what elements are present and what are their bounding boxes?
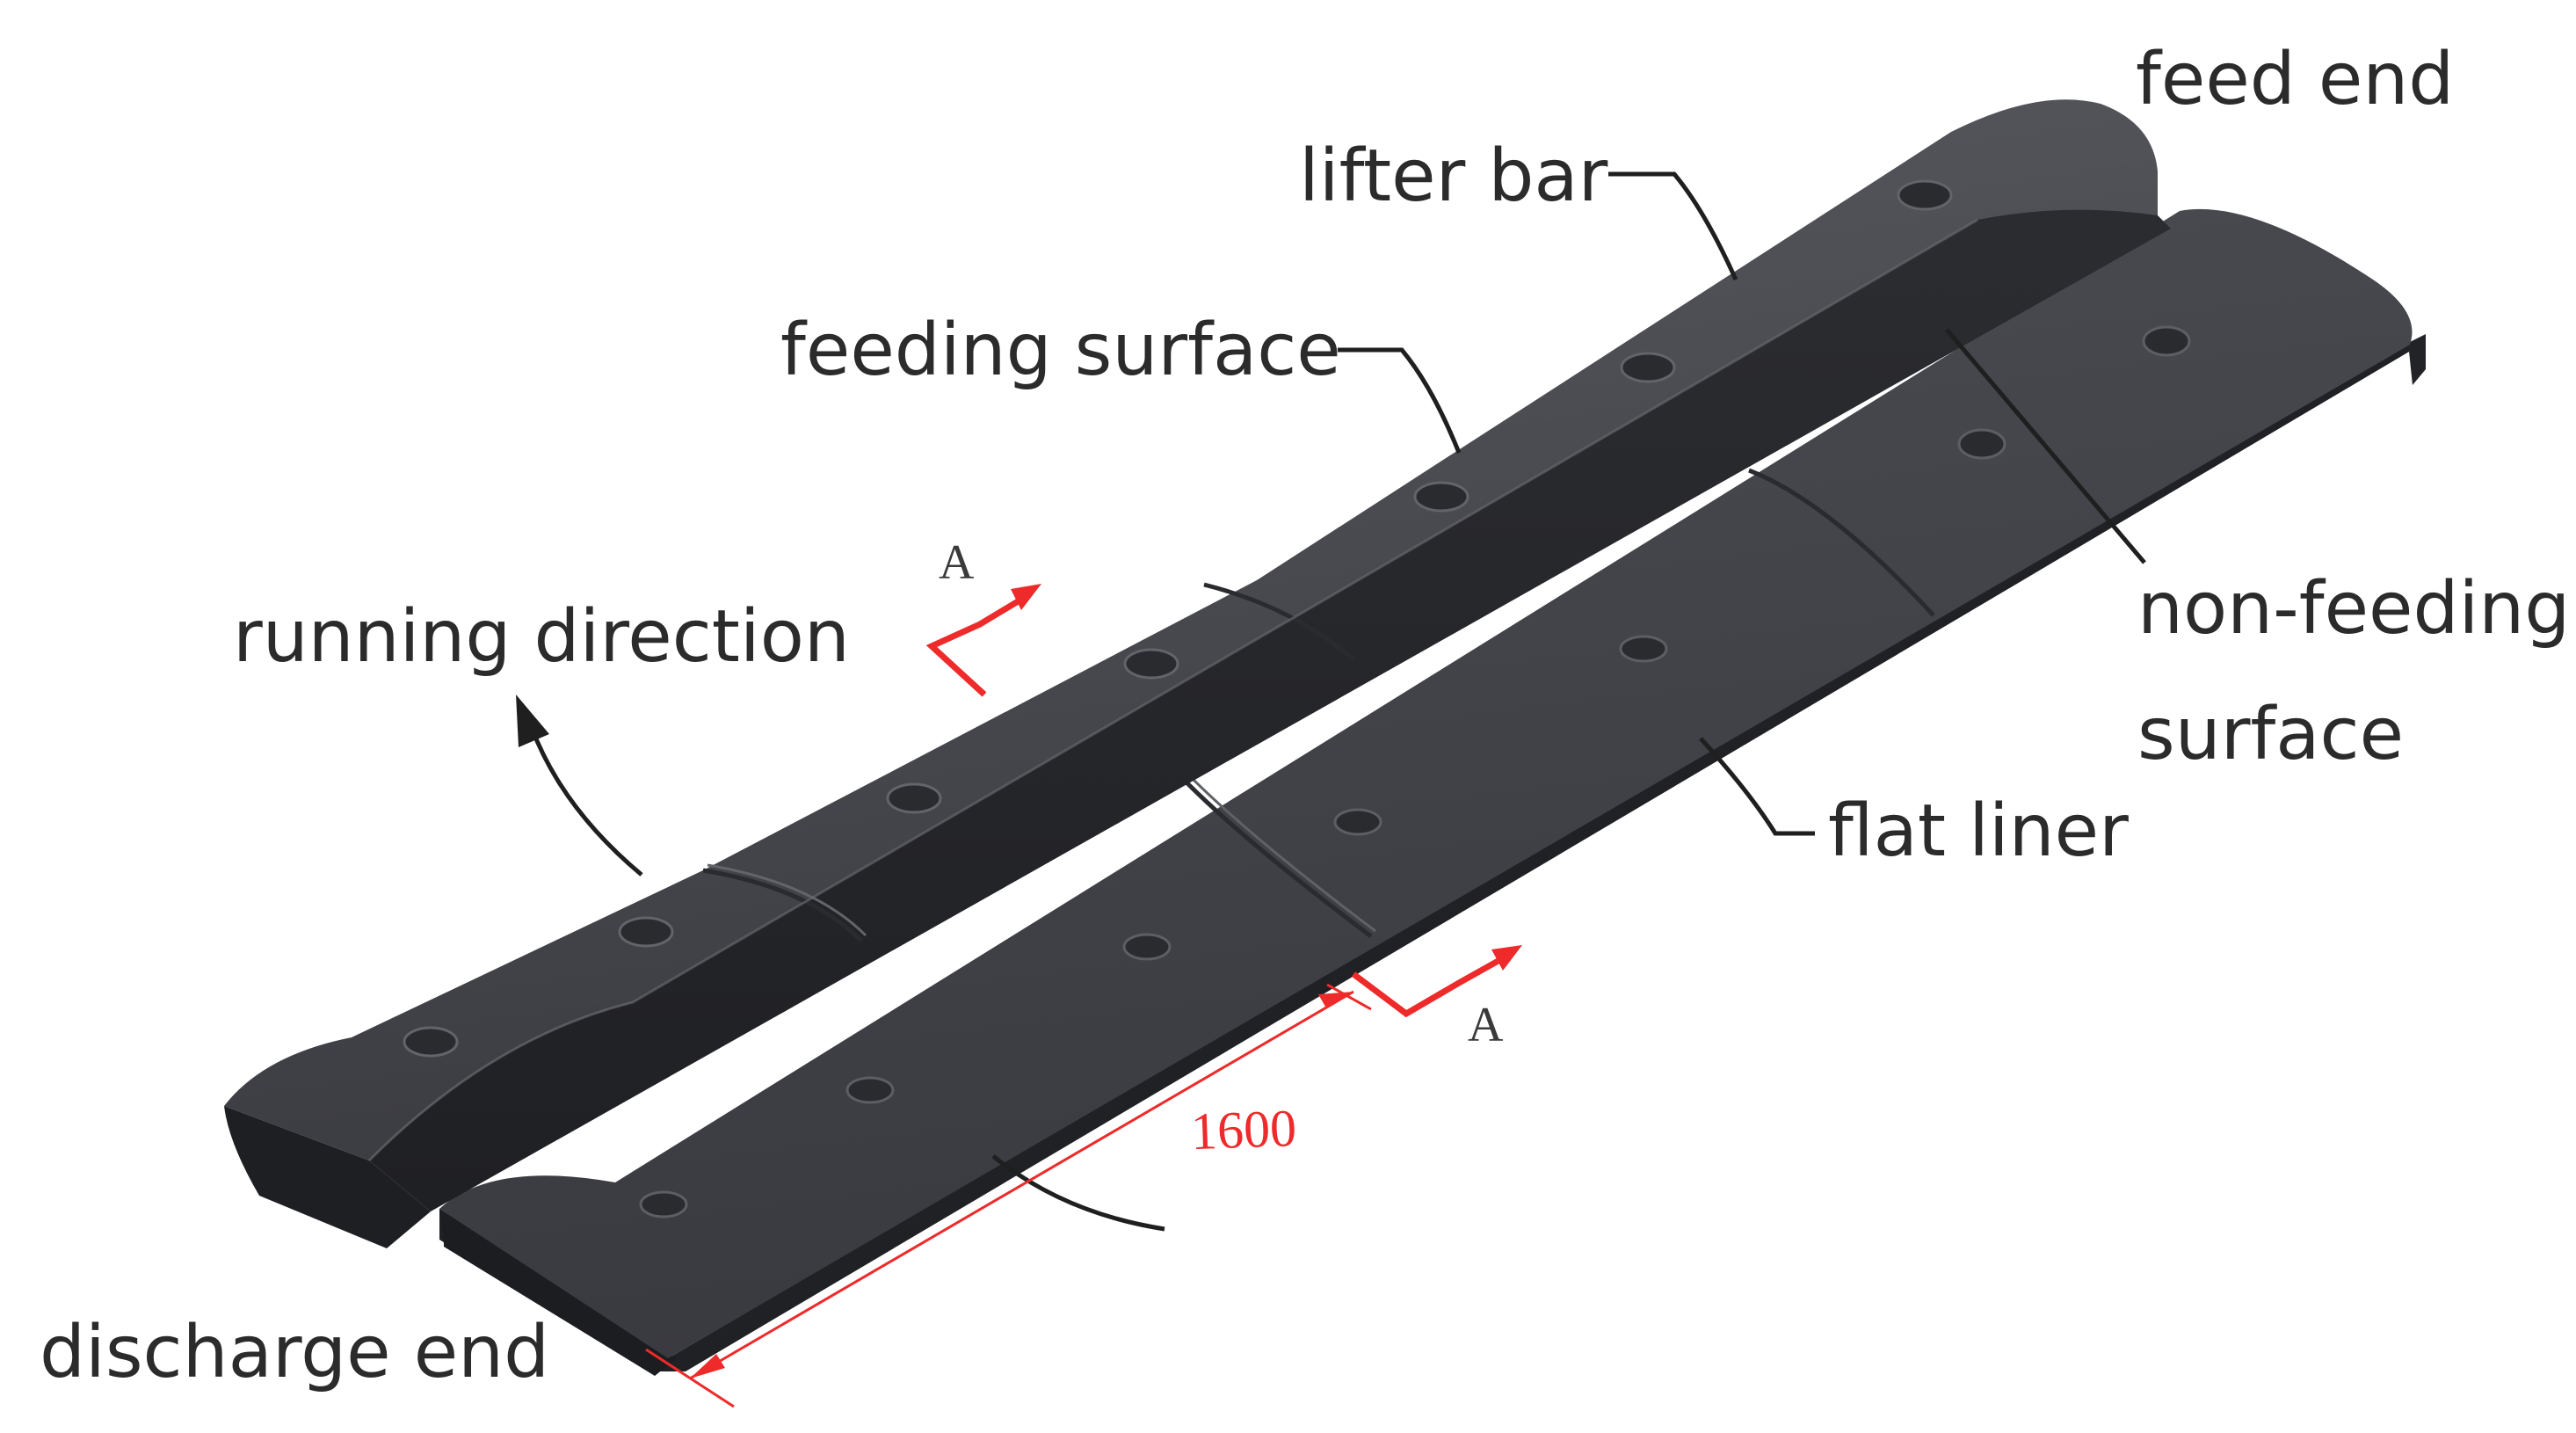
flat-liner-seam — [1748, 468, 1935, 617]
bolt-hole-icon — [1620, 352, 1676, 383]
label-non-feeding-surface: surface — [2137, 693, 2405, 776]
section-label-bottom: A — [1468, 998, 1504, 1052]
running-direction-arrow — [529, 727, 643, 877]
bolt-hole-icon — [845, 1076, 895, 1104]
label-non-feeding: non-feeding — [2137, 567, 2571, 651]
flat-liner-bolt-holes — [639, 325, 2191, 1218]
leader-lines — [529, 171, 2146, 1232]
label-feed-end: feed end — [2136, 38, 2455, 121]
section-arrowhead-top-icon — [1011, 584, 1041, 610]
label-lifter-bar: lifter bar — [1299, 135, 1608, 218]
leader-discharge — [991, 1154, 1165, 1232]
label-flat-liner: flat liner — [1828, 789, 2129, 873]
section-marker-bottom — [1351, 955, 1505, 1018]
flat-liner-top-surface — [439, 208, 2413, 1359]
label-discharge-end: discharge end — [40, 1311, 550, 1394]
bolt-hole-icon — [1333, 808, 1382, 836]
leader-non-feeding — [1945, 328, 2146, 564]
section-arrowhead-bottom-icon — [1491, 945, 1522, 971]
leader-feeding-surface — [1338, 347, 1462, 454]
label-running-direction: running direction — [233, 595, 850, 679]
bolt-hole-icon — [618, 916, 674, 948]
bolt-hole-icon — [1413, 481, 1469, 513]
label-feeding-surface: feeding surface — [780, 309, 1341, 392]
flat-liner-shape — [439, 208, 2426, 1376]
leader-flat-liner — [1699, 737, 1815, 836]
lifter-seam — [1203, 582, 1355, 661]
section-marker-top — [925, 594, 1026, 697]
leader-lifter-bar — [1608, 171, 1738, 281]
flat-liner-seam — [1185, 781, 1373, 938]
flat-liner-discharge-face — [439, 1209, 677, 1376]
flat-liner-seam-light — [1189, 775, 1376, 933]
bolt-hole-icon — [1897, 179, 1953, 211]
dimension-arrow-right-icon — [1318, 992, 1353, 1007]
dimension-line — [645, 983, 1372, 1408]
bolt-hole-icon — [1122, 933, 1172, 961]
lifter-discharge-face — [224, 1106, 431, 1248]
lifter-seam — [702, 868, 863, 942]
dimension-arrow-left-icon — [690, 1354, 725, 1378]
bolt-hole-icon — [403, 1026, 459, 1058]
bolt-hole-icon — [1957, 428, 2006, 460]
lifter-bolt-holes — [403, 179, 1953, 1058]
flat-liner-feed-face — [2408, 334, 2426, 385]
running-direction-arrowhead-icon — [516, 695, 549, 747]
lifter-non-feeding-slope — [369, 164, 2171, 1212]
lifter-crest — [367, 218, 1978, 1162]
section-label-top: A — [939, 535, 975, 590]
bolt-hole-icon — [639, 1190, 688, 1218]
lifter-seam-light — [707, 863, 867, 937]
bolt-hole-icon — [886, 782, 942, 814]
bolt-hole-icon — [2142, 325, 2191, 357]
bolt-hole-icon — [1123, 648, 1179, 680]
dimension-label: 1600 — [1189, 1098, 1298, 1161]
bolt-hole-icon — [1619, 635, 1668, 663]
